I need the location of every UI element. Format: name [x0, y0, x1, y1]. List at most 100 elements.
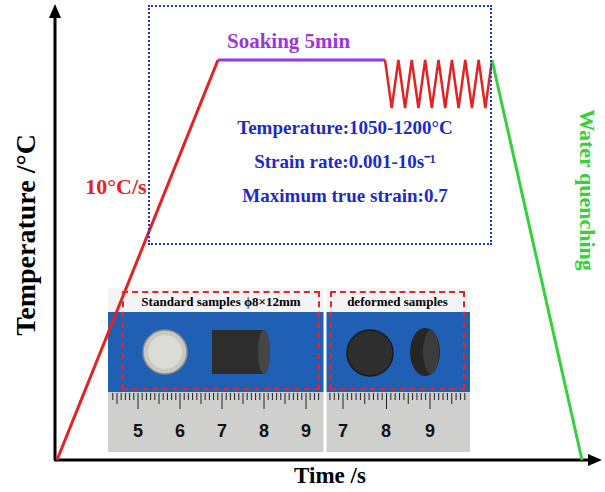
ruler-tick — [133, 393, 134, 400]
ruler-tick — [293, 393, 294, 400]
sample-frame: Standard samples ϕ8×12mm — [122, 291, 320, 390]
deformed-end — [423, 330, 439, 374]
ruler-tick — [451, 393, 452, 404]
y-axis-arrow — [49, 4, 61, 18]
ruler-number: 9 — [425, 422, 435, 442]
ruler-tick — [364, 393, 365, 404]
ruler-number: 7 — [338, 422, 348, 442]
parameter-text: Strain rate:0.001-10s⁻¹ — [252, 151, 438, 173]
ruler-tick — [154, 393, 155, 400]
ruler-tick — [163, 393, 164, 400]
ruler-tick — [180, 393, 181, 409]
ruler-tick — [213, 393, 214, 400]
deformation-zigzag — [385, 60, 492, 108]
ruler-tick — [408, 393, 409, 404]
ruler-tick — [447, 393, 448, 400]
ruler-number: 5 — [133, 422, 143, 442]
ruler-tick — [360, 393, 361, 400]
sample-face-shine — [148, 335, 182, 369]
soaking-line — [218, 59, 385, 62]
axis-label: Temperature /°C — [11, 134, 42, 336]
heating-line — [57, 60, 218, 460]
ruler-tick — [184, 393, 185, 400]
ruler-tick — [430, 393, 431, 409]
ruler-tick — [142, 393, 143, 400]
ruler-tick — [171, 393, 172, 400]
sample-face — [143, 330, 187, 374]
ruler-tick — [222, 393, 223, 409]
ruler-tick — [238, 393, 239, 400]
ruler-number: 7 — [217, 422, 227, 442]
ruler-tick — [146, 393, 147, 400]
ruler-tick — [310, 393, 311, 400]
quench-line — [492, 60, 582, 460]
axis-label: Time /s — [294, 463, 366, 488]
ruler-tick — [314, 393, 315, 400]
quench-label: Water quenching — [575, 109, 599, 271]
schedule-curve — [57, 60, 582, 460]
ruler-tick — [201, 393, 202, 404]
ruler-tick — [243, 393, 244, 404]
parameter-box: Soaking 5minTemperature:1050-1200°CStrai… — [148, 5, 492, 245]
ruler-tick — [382, 393, 383, 400]
ruler-tick — [129, 393, 130, 400]
ruler-tick — [369, 393, 370, 400]
ruler-ticks — [113, 393, 465, 409]
ruler-tick — [251, 393, 252, 400]
ruler-tick — [226, 393, 227, 400]
ruler-tick — [112, 393, 113, 400]
ruler-tick — [334, 393, 335, 400]
ruler-tick — [377, 393, 378, 400]
ruler-tick — [276, 393, 277, 400]
ruler-tick — [390, 393, 391, 400]
ruler-tick — [125, 393, 126, 400]
ruler-tick — [255, 393, 256, 400]
ruler-tick — [373, 393, 374, 400]
deformed-side — [410, 328, 440, 376]
ruler-tick — [196, 393, 197, 400]
x-axis-arrow — [588, 454, 602, 466]
ruler-tick — [167, 393, 168, 400]
ruler-tick — [205, 393, 206, 400]
ruler-tick — [175, 393, 176, 400]
ruler-tick — [209, 393, 210, 400]
ruler-tick — [347, 393, 348, 400]
ruler-tick — [150, 393, 151, 400]
ruler-tick — [412, 393, 413, 400]
ruler-tick — [434, 393, 435, 400]
ruler-tick — [343, 393, 344, 409]
ruler-tick — [138, 393, 139, 409]
photo-ruler — [108, 392, 470, 452]
ruler-tick — [338, 393, 339, 400]
ruler-tick — [280, 393, 281, 400]
ruler-tick — [301, 393, 302, 400]
sample-end — [258, 330, 270, 374]
ruler-tick — [464, 393, 465, 400]
ruler-tick — [438, 393, 439, 400]
ruler-tick — [421, 393, 422, 400]
ruler-tick — [188, 393, 189, 400]
ruler-tick — [425, 393, 426, 400]
photo-divider — [324, 288, 327, 452]
y-axis — [54, 16, 57, 460]
photo-blue-ground — [108, 312, 470, 392]
box-heading: Soaking 5min — [225, 29, 352, 53]
box-heading: deformed samples — [345, 295, 450, 310]
ruler-number: 6 — [175, 422, 185, 442]
ruler-tick — [386, 393, 387, 409]
ruler-tick — [329, 393, 330, 400]
ruler-tick — [403, 393, 404, 400]
ruler-tick — [460, 393, 461, 400]
ruler-tick — [395, 393, 396, 400]
parameter-text: Maximum true strain:0.7 — [240, 185, 449, 207]
ruler-tick — [234, 393, 235, 400]
ruler-number: 9 — [301, 422, 311, 442]
ruler-tick — [247, 393, 248, 400]
ruler-tick — [318, 393, 319, 400]
ruler-tick — [121, 393, 122, 400]
ruler-tick — [443, 393, 444, 400]
ruler-tick — [297, 393, 298, 400]
sample-side — [212, 330, 264, 374]
